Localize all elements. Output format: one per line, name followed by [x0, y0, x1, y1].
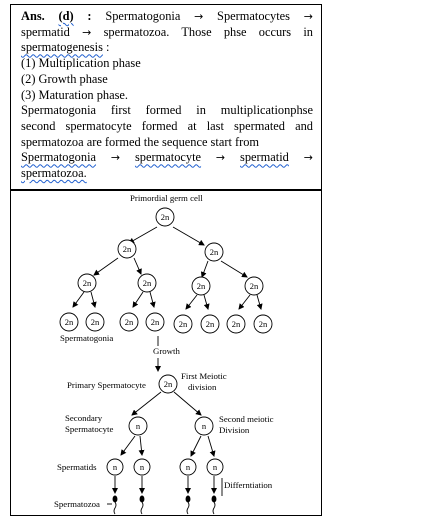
sperm-icon: [139, 495, 145, 515]
cell-label-n: n: [186, 462, 191, 472]
phase-1: (1) Multiplication phase: [21, 56, 141, 71]
answer-line-9: spermatozoa are formed the sequence star…: [21, 134, 260, 149]
answer-line-3: spermatogenesis :: [21, 40, 313, 56]
cell-label-2n: 2n: [151, 317, 160, 327]
cell-label-2n: 2n: [179, 319, 188, 329]
colon: :: [106, 40, 110, 55]
spermatozoa-icons: [112, 495, 217, 515]
answer-line-7: Spermatogonia first formed in multiplica…: [21, 103, 313, 118]
spermatozoa-label: Spermatozoa: [54, 499, 100, 509]
answer-line-2-text: spermatozoa. Those phse occurs in: [103, 24, 313, 39]
differentiation-label: Differntiation: [224, 480, 273, 490]
cell-circles: [59, 207, 273, 476]
answer-line-1: Ans. (d) : Spermatogonia → Spermatocytes…: [21, 9, 313, 25]
answer-option: (d): [58, 9, 74, 23]
right-arrow-icon: →: [303, 10, 313, 23]
answer-text-box: Ans. (d) : Spermatogonia → Spermatocytes…: [10, 4, 322, 190]
secondary-spermatocyte-cell: [194, 416, 214, 436]
primary-spermatocyte-label: Primary Spermatocyte: [67, 380, 146, 390]
spermatogenesis-diagram-box: 2n 2n 2n 2n 2n 2n 2n 2n 2n 2n 2n 2n 2n 2…: [10, 190, 322, 516]
cell-label-n: n: [136, 421, 141, 431]
secondary-spermatocyte-cell: [128, 416, 148, 436]
cell-2n: [204, 242, 224, 262]
cell-label-2n: 2n: [65, 317, 74, 327]
cell-2n: [155, 207, 175, 227]
cell-2n: [244, 276, 264, 296]
primordial-germ-cell-label: Primordial germ cell: [130, 193, 203, 203]
spermatogonia-label: Spermatogonia: [60, 333, 113, 343]
cell-label-2n: 2n: [259, 319, 268, 329]
cell-2n: [77, 273, 97, 293]
diagram-arrows: [72, 226, 263, 505]
spermatogenesis-diagram: 2n 2n 2n 2n 2n 2n 2n 2n 2n 2n 2n 2n 2n 2…: [54, 193, 274, 515]
answer-line-11: spermatozoa.: [21, 166, 313, 182]
cell-label-2n: 2n: [161, 212, 170, 222]
cell-label-2n: 2n: [143, 278, 152, 288]
secondary-label-line1: Secondary: [65, 413, 103, 423]
spermatogonium-cell: [253, 314, 273, 334]
answer-line-2: spermatid → spermatozoa. Those phse occu…: [21, 25, 313, 41]
spermatogonium-cell: [200, 314, 220, 334]
spermatogonium-cell: [59, 312, 79, 332]
cell-label-2n: 2n: [91, 317, 100, 327]
right-arrow-icon: →: [110, 151, 121, 165]
cell-label-2n: 2n: [206, 319, 215, 329]
term-spermatid: spermatid: [240, 150, 289, 165]
phase-3: (3) Maturation phase.: [21, 87, 129, 102]
spermatid-cell: [106, 458, 124, 476]
cell-label-2n: 2n: [164, 379, 173, 389]
spermatogonium-cell: [173, 314, 193, 334]
spermatogonium-cell: [226, 314, 246, 334]
first-meiotic-label-line1: First Meiotic: [181, 371, 227, 381]
cell-label-n: n: [113, 462, 118, 472]
term-spermatid: spermatid: [21, 24, 70, 39]
answer-separator: :: [87, 9, 92, 23]
cell-label-2n: 2n: [123, 244, 132, 254]
spermatogonium-cell: [145, 312, 165, 332]
cell-2n: [137, 273, 157, 293]
phase-2: (2) Growth phase: [21, 71, 108, 86]
right-arrow-icon: →: [303, 151, 313, 165]
cell-label-2n: 2n: [125, 317, 134, 327]
cell-2n: [191, 276, 211, 296]
term-spermatogonia: Spermatogonia: [21, 150, 97, 165]
right-arrow-icon: →: [194, 10, 204, 23]
spermatogonium-cell: [85, 312, 105, 332]
term-spermatocyte: spermatocyte: [134, 150, 202, 165]
cell-label-n: n: [202, 421, 207, 431]
term-spermatogenesis: spermatogenesis: [21, 40, 103, 55]
right-arrow-icon: →: [215, 151, 226, 165]
term-spermatocytes: Spermatocytes: [217, 9, 290, 23]
cell-label-2n: 2n: [83, 278, 92, 288]
second-meiotic-label-line2: Division: [219, 425, 250, 435]
primary-spermatocyte-cell: [158, 374, 178, 394]
term-spermatogonia: Spermatogonia: [105, 9, 181, 23]
sperm-icon: [185, 495, 191, 515]
first-meiotic-label-line2: division: [188, 382, 217, 392]
cell-label-2n: 2n: [250, 281, 259, 291]
cell-label-2n: 2n: [210, 247, 219, 257]
growth-label: Growth: [153, 346, 180, 356]
term-spermatozoa: spermatozoa.: [21, 166, 87, 181]
cell-label-2n: 2n: [232, 319, 241, 329]
spermatid-cell: [206, 458, 224, 476]
sperm-icon: [112, 495, 118, 515]
cell-label-n: n: [213, 462, 218, 472]
answer-line-8: second spermatocyte formed at last sperm…: [21, 118, 313, 133]
spermatid-cell: [179, 458, 197, 476]
spermatid-cell: [133, 458, 151, 476]
cell-label-n: n: [140, 462, 145, 472]
answer-prefix: Ans.: [21, 9, 45, 23]
cell-label-2n: 2n: [197, 281, 206, 291]
secondary-label-line2: Spermatocyte: [65, 424, 113, 434]
answer-line-10: Spermatogonia → spermatocyte → spermatid…: [21, 150, 313, 166]
sperm-icon: [211, 495, 217, 515]
spermatids-label: Spermatids: [57, 462, 97, 472]
second-meiotic-label-line1: Second meiotic: [219, 414, 274, 424]
right-arrow-icon: →: [82, 25, 92, 39]
spermatogonium-cell: [119, 312, 139, 332]
cell-2n: [117, 239, 137, 259]
